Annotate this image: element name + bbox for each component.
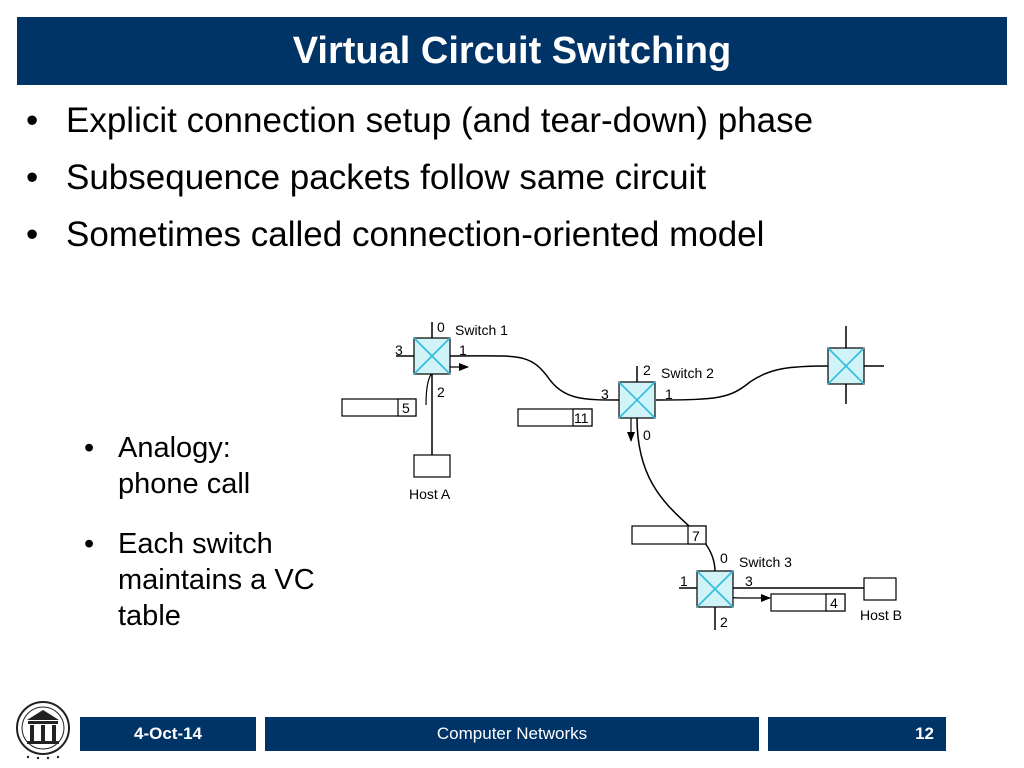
bullet-item: •Explicit connection setup (and tear-dow… (26, 92, 813, 149)
switch-1-label: Switch 1 (455, 322, 508, 338)
switch-1-port-right: 1 (459, 342, 467, 358)
link-switch1-switch2 (449, 355, 621, 401)
packet-4-vci: 4 (830, 595, 838, 611)
switch-3-label: Switch 3 (739, 554, 792, 570)
bullet-list: •Explicit connection setup (and tear-dow… (26, 92, 813, 263)
bullet-dot: • (26, 158, 39, 197)
footer-page-number: 12 (768, 717, 946, 751)
switch-2: Switch 2 2 3 1 0 (601, 362, 714, 443)
host-b-label: Host B (860, 607, 902, 623)
bullet-dot: • (26, 215, 39, 254)
host-b-box (863, 577, 897, 601)
bullet-item: •Sometimes called connection-oriented mo… (26, 206, 813, 263)
bullet-item: •Subsequence packets follow same circuit (26, 149, 813, 206)
switch-4 (827, 326, 884, 404)
switch-2-port-left: 3 (601, 386, 609, 402)
footer-date: 4-Oct-14 (80, 717, 256, 751)
switch-2-port-bottom: 0 (643, 427, 651, 443)
switch-3: Switch 3 0 1 3 2 (679, 550, 792, 630)
host-a: Host A (409, 454, 451, 502)
links (431, 355, 864, 589)
packet-1-vci: 5 (402, 400, 410, 416)
host-b: Host B (860, 577, 902, 623)
switch-3-port-top: 0 (720, 550, 728, 566)
host-a-label: Host A (409, 486, 451, 502)
switch-1-port-bottom: 2 (437, 384, 445, 400)
packet-4: 4 (770, 593, 846, 612)
packet-2-vci: 11 (574, 410, 589, 426)
sub-bullet-item: •Each switch maintains a VC table (84, 528, 315, 632)
link-switch2-switch4 (655, 365, 829, 401)
packet-3-vci: 7 (692, 528, 700, 544)
packet-1: 5 (341, 398, 417, 417)
switch-3-port-bottom: 2 (720, 614, 728, 630)
footer-course: Computer Networks (265, 717, 759, 751)
host-a-box (413, 454, 451, 478)
packet-3: 7 (631, 525, 707, 545)
sub-bullet-list: •Analogy: phone call •Each switch mainta… (84, 430, 318, 658)
packet-2: 11 (517, 408, 593, 427)
switch-3-port-left: 1 (680, 573, 688, 589)
packet-path (425, 363, 771, 602)
switch-3-port-right: 3 (745, 573, 753, 589)
slide-title: Virtual Circuit Switching (17, 17, 1007, 85)
bullet-dot: • (26, 101, 39, 140)
switch-2-label: Switch 2 (661, 365, 714, 381)
switch-1: Switch 1 0 3 1 2 (395, 319, 508, 400)
sub-bullet-item: •Analogy: phone call (84, 432, 251, 500)
university-seal-logo (16, 701, 70, 760)
switch-1-port-top: 0 (437, 319, 445, 335)
switch-2-port-top: 2 (643, 362, 651, 378)
link-switch2-switch3 (636, 417, 716, 573)
switch-1-port-left: 3 (395, 342, 403, 358)
switch-2-port-right: 1 (665, 386, 673, 402)
